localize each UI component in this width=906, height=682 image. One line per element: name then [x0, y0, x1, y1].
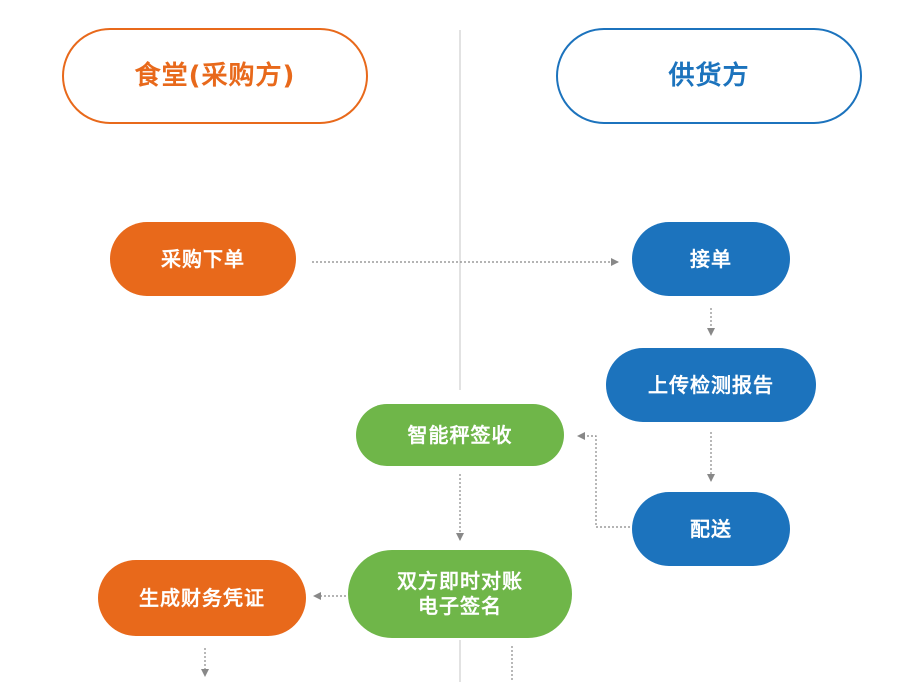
step-accept-order: 接单	[632, 222, 790, 296]
step-reconcile-sign: 双方即时对账 电子签名	[348, 550, 572, 638]
step-smart-scale-receive: 智能秤签收	[356, 404, 564, 466]
step-reconcile-line1: 双方即时对账	[397, 569, 523, 593]
step-deliver: 配送	[632, 492, 790, 566]
arrow-deliver-to-receive	[577, 432, 630, 528]
step-financial-voucher: 生成财务凭证	[98, 560, 306, 636]
lane-header-canteen: 食堂(采购方)	[62, 28, 368, 124]
step-upload-report: 上传检测报告	[606, 348, 816, 422]
lane-header-supplier: 供货方	[556, 28, 862, 124]
step-purchase-order: 采购下单	[110, 222, 296, 296]
step-reconcile-line2: 电子签名	[418, 594, 502, 618]
